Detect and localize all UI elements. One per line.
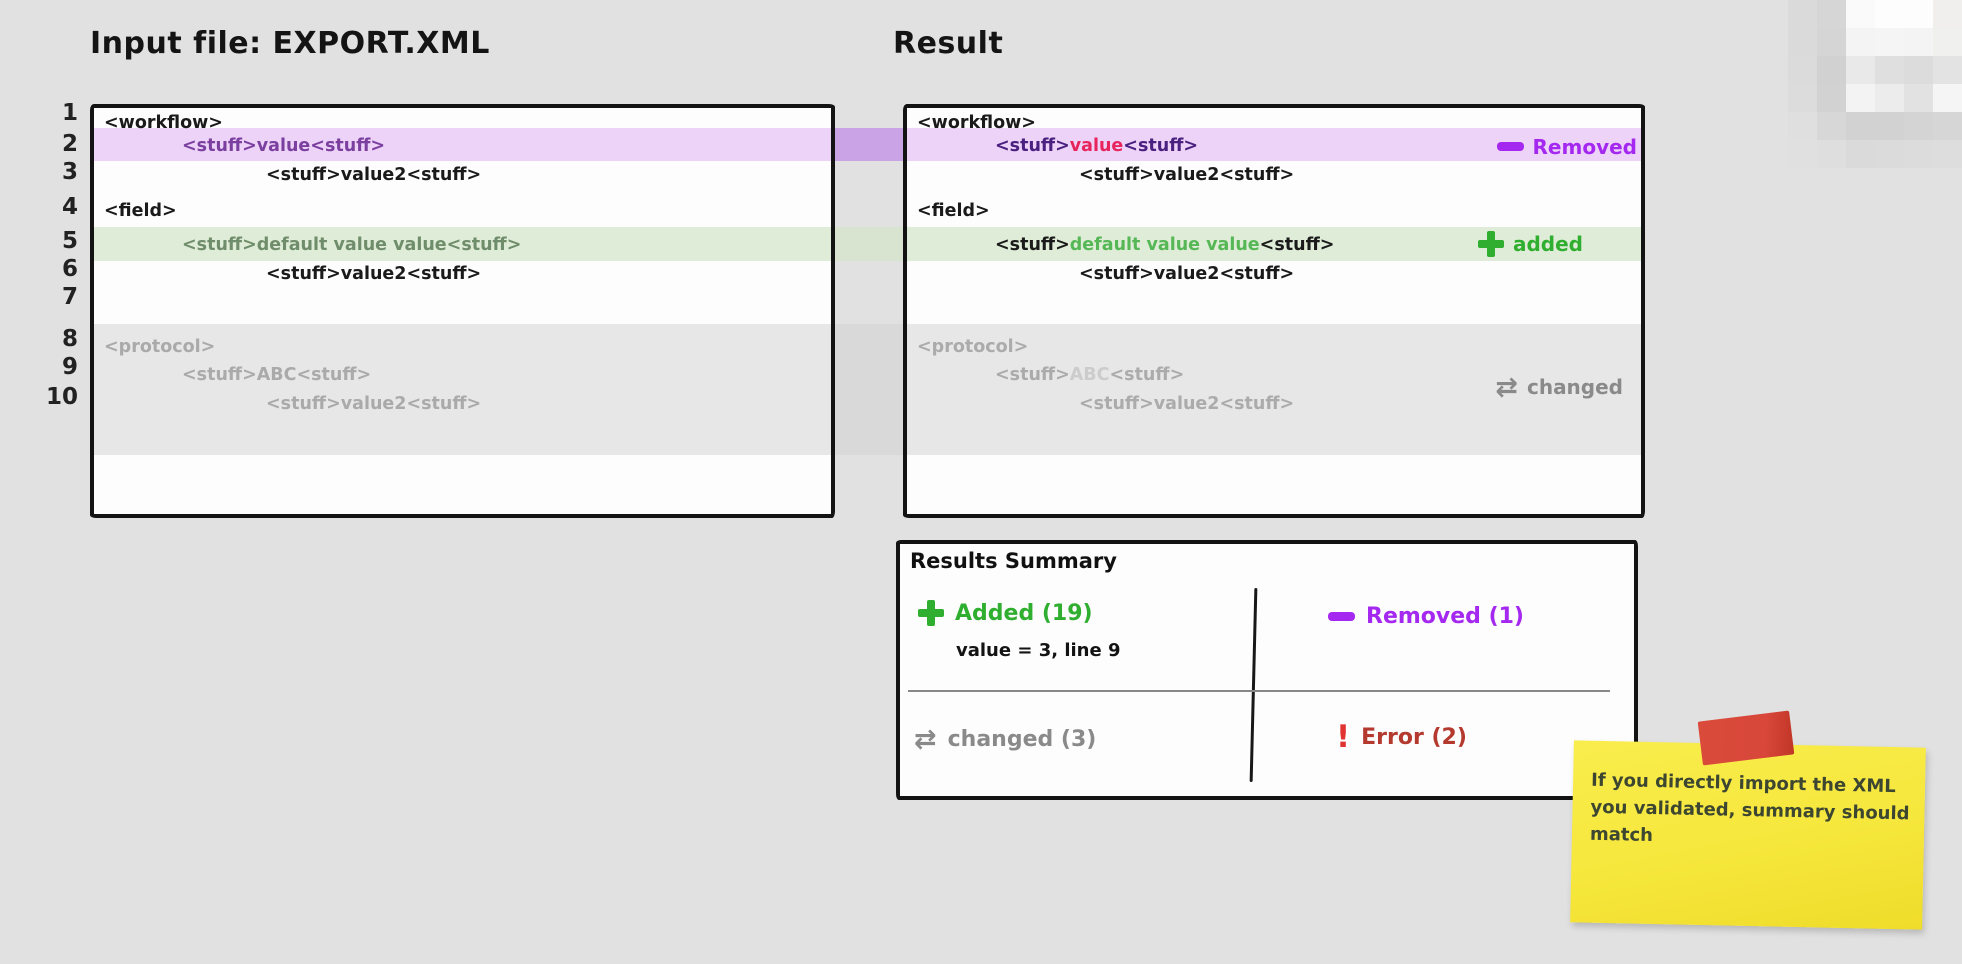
added-connector-band — [833, 227, 905, 261]
line-number: 8 — [61, 326, 78, 352]
removed-highlight-band — [94, 128, 831, 161]
input-file-title: Input file: EXPORT.XML — [90, 26, 490, 61]
result-title: Result — [893, 26, 1004, 61]
summary-added-label: Added (19) — [955, 600, 1093, 626]
removed-badge-label: Removed — [1532, 134, 1637, 159]
xml-line-1: <workflow> — [917, 113, 1036, 133]
changed-badge: ⇄ changed — [1495, 370, 1623, 404]
xml-line-5: <stuff>default value value<stuff> — [995, 235, 1335, 255]
added-highlight-band — [94, 227, 831, 261]
added-badge: added — [1477, 227, 1583, 261]
xml-line-10: <stuff>value2<stuff> — [1079, 394, 1295, 414]
results-summary-title: Results Summary — [910, 549, 1117, 573]
changed-highlight-band — [94, 324, 831, 455]
removed-badge: Removed — [1496, 130, 1637, 163]
plus-icon — [918, 600, 944, 626]
xml-line-9: <stuff>ABC<stuff> — [182, 365, 372, 385]
summary-added-detail: value = 3, line 9 — [956, 640, 1121, 661]
line-number: 1 — [61, 100, 78, 126]
xml-line-9: <stuff>ABC<stuff> — [995, 365, 1185, 385]
changed-connector-band — [833, 324, 905, 455]
line-number: 4 — [61, 194, 78, 220]
xml-line-8: <protocol> — [917, 337, 1029, 357]
line-number: 5 — [61, 228, 78, 254]
line-number: 7 — [61, 284, 78, 310]
sticky-note: If you directly import the XML you valid… — [1570, 740, 1926, 930]
summary-changed: ⇄ changed (3) — [914, 726, 1096, 753]
xml-line-1: <workflow> — [104, 113, 223, 133]
xml-line-10: <stuff>value2<stuff> — [266, 394, 482, 414]
line-number: 10 — [45, 384, 78, 410]
summary-changed-label: changed (3) — [947, 727, 1097, 752]
summary-vertical-divider — [1249, 587, 1258, 783]
summary-horizontal-divider — [908, 690, 1610, 692]
line-number: 3 — [61, 159, 78, 185]
changed-highlight-band — [907, 324, 1641, 455]
xml-line-5: <stuff>default value value<stuff> — [182, 235, 522, 255]
xml-line-6: <stuff>value2<stuff> — [266, 264, 482, 284]
xml-line-2: <stuff>value<stuff> — [182, 136, 386, 156]
xml-line-6: <stuff>value2<stuff> — [1079, 264, 1295, 284]
line-number: 9 — [61, 354, 78, 380]
summary-added: Added (19) — [918, 600, 1093, 626]
exclamation-icon: ! — [1336, 719, 1351, 755]
plus-icon — [1477, 231, 1504, 257]
swap-arrows-icon: ⇄ — [914, 724, 937, 755]
swap-arrows-icon: ⇄ — [1495, 371, 1518, 403]
xml-line-8: <protocol> — [104, 337, 216, 357]
line-number: 6 — [61, 256, 78, 282]
added-badge-label: added — [1512, 232, 1583, 256]
xml-line-2: <stuff>value<stuff> — [995, 136, 1199, 156]
changed-badge-label: changed — [1526, 375, 1623, 399]
minus-icon — [1328, 612, 1355, 621]
result-panel: <workflow> <stuff>value<stuff> <stuff>valu… — [903, 104, 1645, 518]
results-summary-box: Results Summary Added (19) value = 3, li… — [896, 540, 1638, 800]
removed-connector-band — [833, 128, 905, 161]
xml-line-4: <field> — [917, 201, 990, 221]
xml-line-4: <field> — [104, 201, 177, 221]
pixelated-corner — [1788, 0, 1962, 168]
xml-line-3: <stuff>value2<stuff> — [266, 165, 482, 185]
summary-removed-label: Removed (1) — [1366, 604, 1524, 629]
summary-removed: Removed (1) — [1328, 604, 1524, 629]
minus-icon — [1496, 142, 1524, 151]
summary-error-label: Error (2) — [1361, 725, 1467, 750]
xml-line-3: <stuff>value2<stuff> — [1079, 165, 1295, 185]
input-panel: <workflow> <stuff>value<stuff> <stuff>valu… — [90, 104, 835, 518]
line-number: 2 — [61, 131, 78, 157]
added-highlight-band — [907, 227, 1641, 261]
summary-error: ! Error (2) — [1336, 722, 1467, 753]
